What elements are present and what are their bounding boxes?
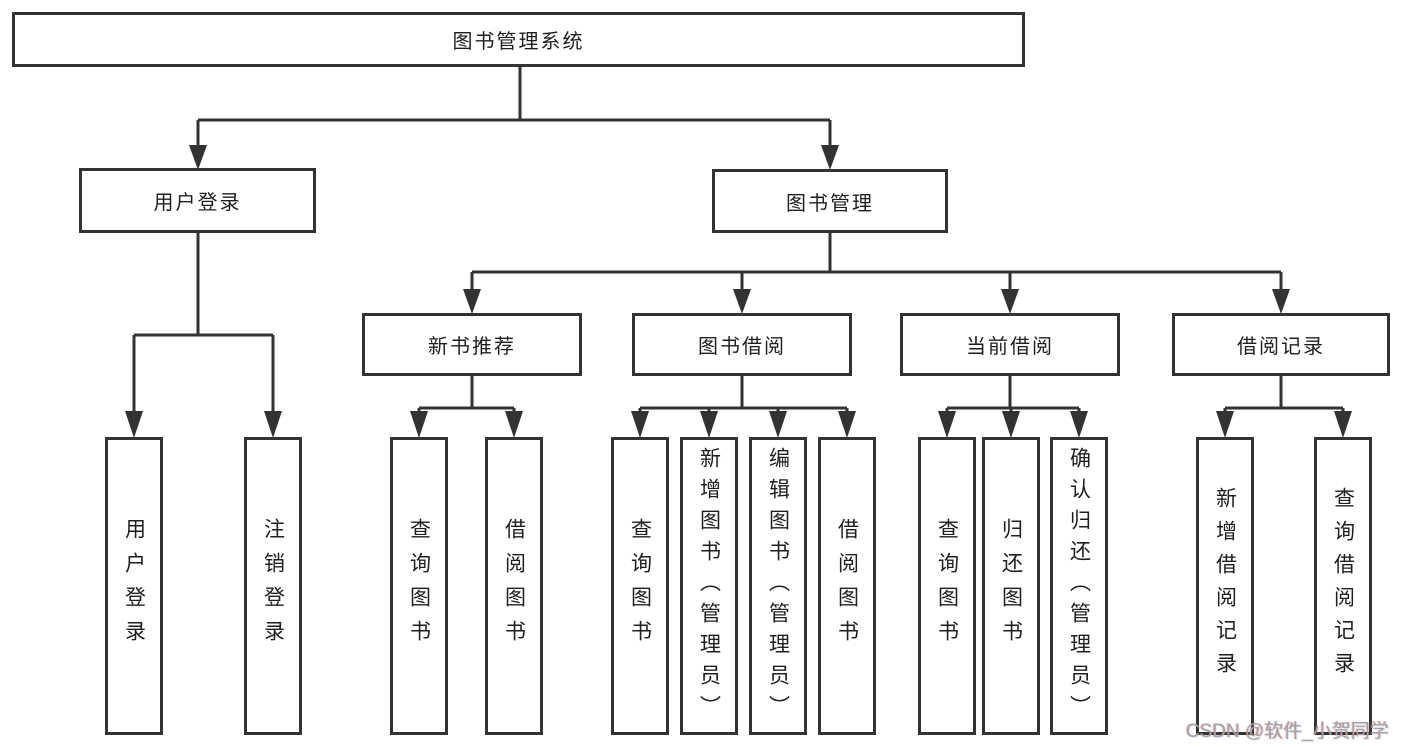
node-label: 注销登录 (261, 518, 285, 654)
arrow-down-icon (769, 411, 787, 438)
arrow-down-icon (821, 145, 839, 170)
node-label: 查询借阅记录 (1331, 487, 1355, 685)
node-label: 用户登录 (122, 518, 146, 654)
arrow-down-icon (700, 411, 718, 438)
node-label: 借阅记录 (1237, 336, 1325, 358)
arrow-down-icon (838, 411, 856, 438)
node-root-library-system: 图书管理系统 (12, 12, 1025, 67)
node-label: 查询图书 (935, 518, 959, 654)
node-book-management: 图书管理 (712, 169, 948, 233)
connector-paths (132, 67, 1345, 413)
arrowhead-icons (125, 145, 1352, 438)
arrow-down-icon (938, 411, 956, 438)
leaf-query-books-current: 查询图书 (918, 437, 976, 735)
leaf-return-books: 归还图书 (982, 437, 1040, 735)
arrow-down-icon (505, 411, 523, 438)
arrow-down-icon (1002, 411, 1020, 438)
arrow-down-icon (189, 145, 207, 170)
node-label: 图书借阅 (698, 336, 786, 358)
arrow-down-icon (264, 411, 282, 438)
node-borrow-records: 借阅记录 (1172, 313, 1390, 376)
leaf-confirm-return-admin: 确认归还（管理员） (1050, 437, 1108, 735)
node-current-borrowing: 当前借阅 (900, 313, 1120, 376)
node-label: 新书推荐 (428, 336, 516, 358)
leaf-borrow-books-borrowing: 借阅图书 (818, 437, 876, 735)
leaf-logout: 注销登录 (244, 437, 302, 735)
arrow-down-icon (1070, 411, 1088, 438)
arrow-down-icon (631, 411, 649, 438)
leaf-borrow-books-recommend: 借阅图书 (485, 437, 543, 735)
leaf-add-borrow-record: 新增借阅记录 (1196, 437, 1254, 735)
arrow-down-icon (1334, 411, 1352, 438)
node-book-borrowing: 图书借阅 (632, 313, 852, 376)
node-label: 查询图书 (628, 518, 652, 654)
node-label: 借阅图书 (502, 518, 526, 654)
leaf-edit-book-admin: 编辑图书（管理员） (749, 437, 807, 735)
node-label: 图书管理 (786, 192, 874, 215)
arrow-down-icon (733, 289, 751, 314)
leaf-add-book-admin: 新增图书（管理员） (680, 437, 738, 735)
node-label: 当前借阅 (966, 336, 1054, 358)
arrow-down-icon (1001, 289, 1019, 314)
node-label: 新增图书（管理员） (697, 446, 721, 726)
arrow-down-icon (463, 289, 481, 314)
node-label: 归还图书 (999, 518, 1023, 654)
arrow-down-icon (125, 411, 143, 438)
node-label: 查询图书 (407, 518, 431, 654)
watermark: CSDN @软件_小贺同学 (1186, 721, 1389, 742)
node-label: 图书管理系统 (452, 31, 585, 53)
arrow-down-icon (1272, 289, 1290, 314)
node-label: 确认归还（管理员） (1067, 446, 1091, 726)
leaf-query-books-recommend: 查询图书 (390, 437, 448, 735)
leaf-query-books-borrowing: 查询图书 (611, 437, 669, 735)
node-new-book-recommend: 新书推荐 (362, 313, 582, 376)
arrow-down-icon (1216, 411, 1234, 438)
node-label: 编辑图书（管理员） (766, 446, 790, 726)
node-user-login: 用户登录 (79, 168, 316, 233)
node-label: 用户登录 (153, 192, 242, 214)
leaf-user-login: 用户登录 (105, 437, 163, 735)
leaf-query-borrow-record: 查询借阅记录 (1314, 437, 1372, 735)
arrow-down-icon (410, 411, 428, 438)
node-label: 新增借阅记录 (1213, 487, 1237, 685)
node-label: 借阅图书 (835, 518, 859, 654)
